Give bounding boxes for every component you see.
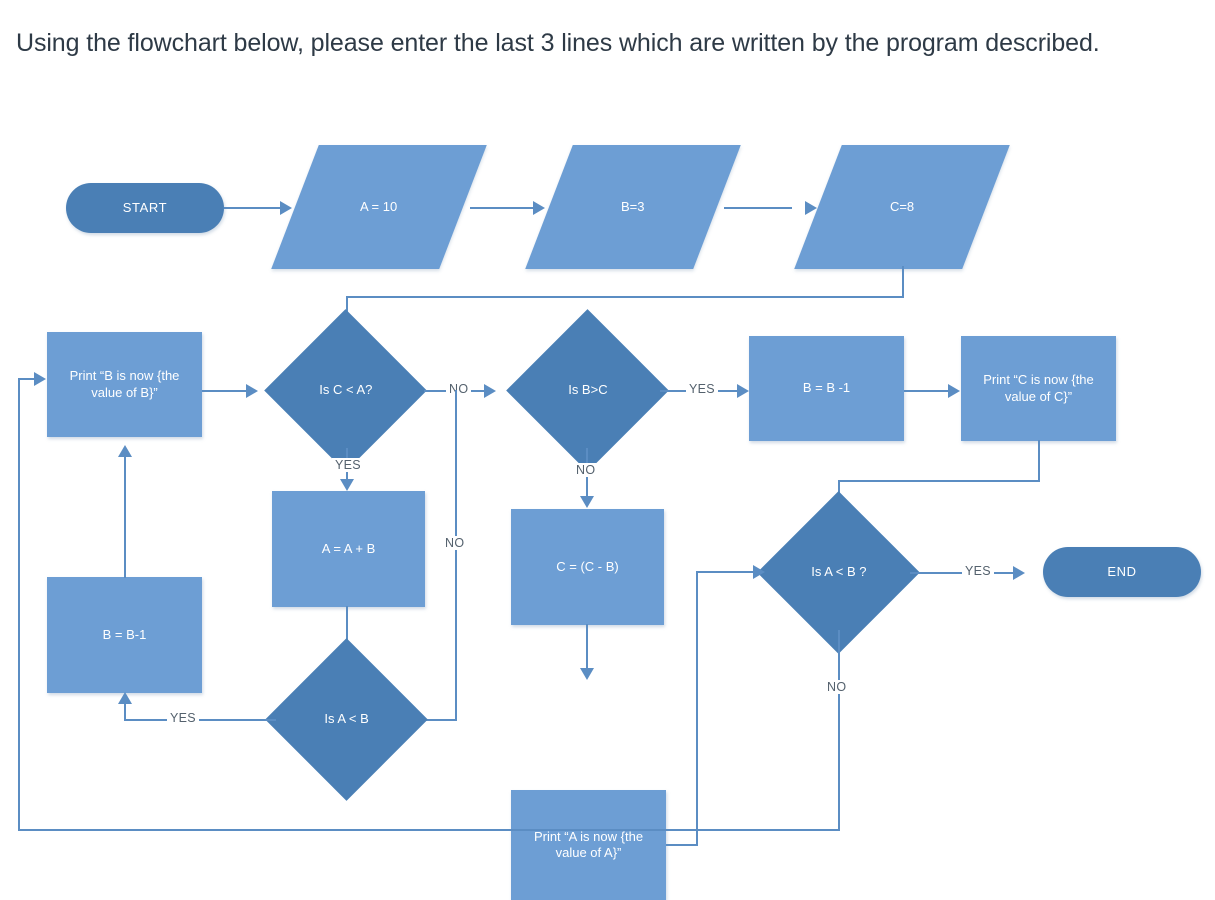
arrowhead-isclta-no-right	[484, 384, 496, 398]
node-print-c-line1: Print “C is now {the	[983, 372, 1094, 388]
edge-printc-left	[838, 480, 1040, 482]
edge-c-left	[346, 296, 904, 298]
edge-printc-down	[1038, 440, 1040, 482]
node-is-a-lt-b-label: Is A < B	[324, 711, 369, 727]
node-print-a-line2: value of A}”	[555, 845, 622, 860]
node-print-b-line1: Print “B is now {the	[69, 368, 180, 384]
arrowhead-isaltbq-yes	[1013, 566, 1025, 580]
edge-bminus1-to-printc	[904, 390, 958, 392]
node-end: END	[1043, 547, 1201, 597]
edge-cminusb-down	[586, 624, 588, 675]
node-c-minus-b: C = (C - B)	[511, 509, 664, 625]
node-print-a-line1: Print “A is now {the	[533, 828, 644, 844]
edge-label-isclta-no-down: NO	[442, 536, 468, 550]
node-is-c-lt-a-label: Is C < A?	[318, 382, 373, 398]
edge-isclta-no-to-isaltb	[424, 719, 457, 721]
edge-start-to-a	[224, 207, 286, 209]
node-print-c: Print “C is now {the value of C}”	[961, 336, 1116, 441]
edge-label-isbgtc-no: NO	[573, 463, 599, 477]
arrowhead-b-to-c	[805, 201, 817, 215]
arrowhead-isbgtc-yes	[737, 384, 749, 398]
arrowhead-printa-to-isaltbq	[753, 565, 765, 579]
question-prompt: Using the flowchart below, please enter …	[16, 29, 1100, 57]
node-b-minus-1-left: B = B-1	[47, 577, 202, 693]
node-print-b-line2: value of B}”	[91, 384, 158, 400]
node-b-init-label: B=3	[621, 198, 645, 214]
edge-rail-to-printb	[18, 378, 38, 380]
arrowhead-printb-to-isclta	[246, 384, 258, 398]
edge-label-isaltbq-yes: YES	[962, 564, 994, 578]
edge-printb-to-isclta	[202, 390, 252, 392]
node-c-init-label: C=8	[889, 198, 915, 214]
arrowhead-a-to-b	[533, 201, 545, 215]
edge-label-isbgtc-yes: YES	[686, 382, 718, 396]
node-is-b-gt-c-label: Is B>C	[567, 382, 608, 398]
arrowhead-start-to-a	[280, 201, 292, 215]
edge-a-to-b	[470, 207, 540, 209]
node-print-c-line2: value of C}”	[1004, 388, 1073, 404]
arrowhead-bminus1-to-printc	[948, 384, 960, 398]
node-is-a-lt-b: Is A < B	[265, 638, 428, 801]
node-c-init: C=8	[794, 145, 1010, 269]
edge-isaltb-yes-up	[124, 696, 126, 721]
node-b-minus-1-top-label: B = B -1	[802, 380, 851, 396]
node-end-label: END	[1107, 563, 1137, 579]
node-a-plus-b: A = A + B	[272, 491, 425, 607]
node-b-minus-1-left-label: B = B-1	[102, 626, 147, 642]
edge-bottom-rail-up	[18, 378, 20, 831]
arrowhead-isclta-yes	[340, 479, 354, 491]
arrowhead-isbgtc-no	[580, 496, 594, 508]
edge-isaltb-yes	[124, 719, 276, 721]
node-print-a: Print “A is now {the value of A}”	[511, 790, 666, 900]
node-a-init-label: A = 10	[360, 198, 398, 214]
edge-isaltbq-no-down	[838, 630, 840, 830]
node-is-a-lt-b-q-label: Is A < B ?	[810, 564, 867, 580]
node-a-plus-b-label: A = A + B	[321, 540, 376, 556]
arrowhead-cminusb-down	[580, 668, 594, 680]
flowchart-diagram: START A = 10 B=3 C=8 Print “B is now {th…	[0, 118, 1215, 900]
edge-printa-to-isaltbq	[696, 571, 758, 573]
node-start: START	[66, 183, 224, 233]
edge-c-down	[902, 266, 904, 298]
arrowhead-rail-to-printb	[34, 372, 46, 386]
edge-label-isclta-no-right: NO	[446, 382, 472, 396]
edge-label-isaltbq-no: NO	[824, 680, 850, 694]
edge-printa-right	[666, 844, 698, 846]
arrowhead-bminus1left-up	[118, 445, 132, 457]
arrowhead-isaltb-yes-up	[118, 692, 132, 704]
edge-b-to-c	[724, 207, 792, 209]
edge-bminus1left-up	[124, 448, 126, 578]
node-c-minus-b-label: C = (C - B)	[556, 558, 619, 574]
node-start-label: START	[122, 199, 168, 215]
edge-printa-up	[696, 571, 698, 846]
node-print-b: Print “B is now {the value of B}”	[47, 332, 202, 437]
edge-label-isclta-yes: YES	[332, 458, 364, 472]
node-a-init: A = 10	[271, 145, 487, 269]
edge-isclta-no-down	[455, 390, 457, 720]
edge-label-isaltb-yes: YES	[167, 711, 199, 725]
node-b-minus-1-top: B = B -1	[749, 336, 904, 441]
node-b-init: B=3	[525, 145, 741, 269]
edge-bottom-rail	[18, 829, 840, 831]
